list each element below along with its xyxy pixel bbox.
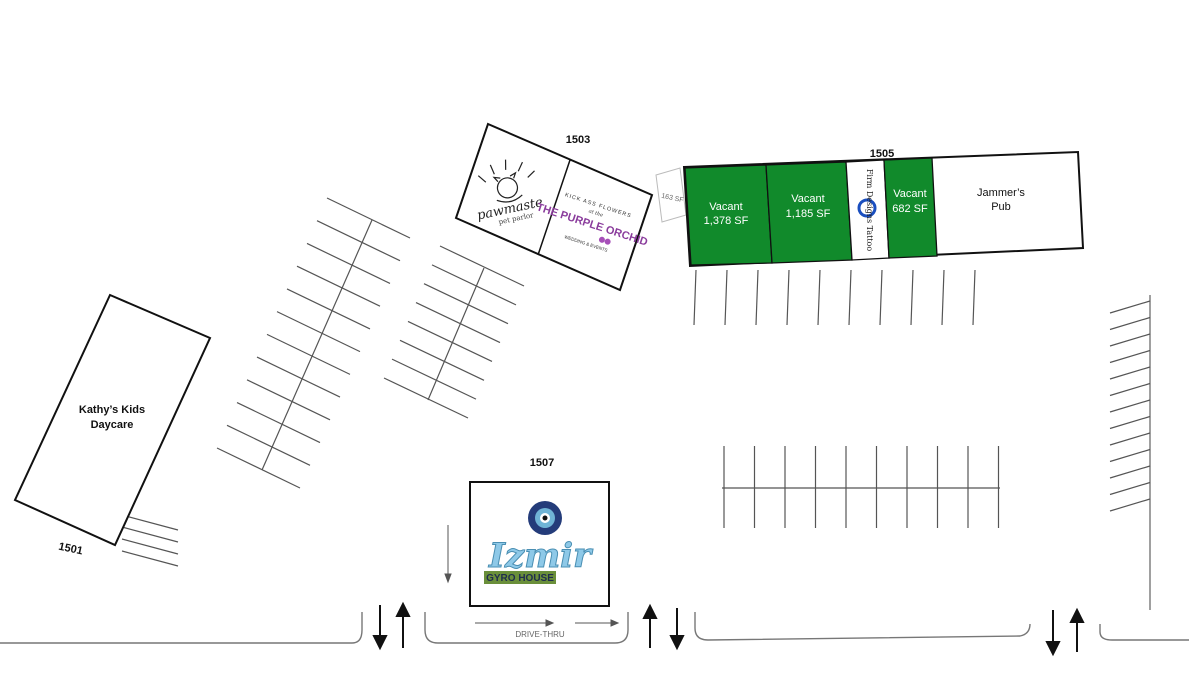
parking-stall-line: [399, 339, 485, 381]
unit-1-name: Vacant: [709, 201, 742, 213]
parking-stall-line: [423, 283, 509, 325]
parking-stall-line: [941, 269, 945, 326]
parking-stall-line: [817, 269, 821, 326]
parking-stall-line: [296, 265, 381, 307]
parking-stall-line: [1109, 481, 1151, 496]
road-edges: [0, 295, 1189, 644]
building-number-1507: 1507: [530, 457, 554, 469]
parking-stall-line: [246, 379, 331, 421]
parking-stall-line: [306, 242, 391, 284]
parking-stall-line: [326, 197, 411, 239]
side-unit-163sf: 163 SF: [655, 167, 687, 223]
parking-stall-line: [910, 269, 914, 326]
building-1501[interactable]: Kathy’s Kids Daycare: [13, 293, 212, 547]
parking-stall-line: [286, 288, 371, 330]
drive-thru-label: DRIVE-THRU: [515, 630, 565, 639]
parking-stall-line: [431, 264, 517, 306]
parking-stall-line: [972, 269, 976, 326]
parking-stall-line: [121, 514, 179, 531]
parking-stall-line: [848, 269, 852, 326]
gyro-house-text: GYRO HOUSE: [486, 573, 554, 584]
unit-3-name: Firm Designs Tattoo: [865, 169, 874, 252]
parking-stall-line: [1109, 432, 1151, 446]
parking-stall-line: [226, 424, 311, 466]
drive-thru-arrows: [444, 525, 620, 627]
parking-stall-line: [1109, 300, 1151, 314]
unit-2-name: Vacant: [791, 193, 824, 205]
parking-stall-line: [1109, 316, 1151, 331]
parking-stall-line: [786, 269, 790, 326]
izmir-logo-text: Izmir: [488, 536, 593, 576]
parking-stall-line: [879, 269, 883, 326]
parking-stall-line: [724, 269, 728, 326]
parking-stall-line: [383, 377, 469, 419]
tenant-kathys-kids-line1: Kathy’s Kids: [79, 404, 145, 416]
parking-stall-line: [316, 220, 401, 262]
building-1507[interactable]: Izmir GYRO HOUSE: [469, 481, 610, 607]
parking-stall-line: [1109, 333, 1151, 347]
parking-stall-line: [439, 245, 525, 287]
parking-stall-line: [216, 447, 301, 489]
tattoo-logo-icon: [857, 198, 877, 218]
unit-2-size: 1,185 SF: [786, 208, 831, 220]
unit-1-size: 1,378 SF: [704, 215, 749, 227]
orchid-script-text: at the: [588, 208, 604, 218]
building-number-1503: 1503: [566, 134, 590, 146]
traffic-arrows: [372, 601, 1085, 657]
building-number-1501: 1501: [57, 541, 83, 558]
unit-5-size: Pub: [991, 201, 1011, 213]
parking-stall-line: [121, 538, 179, 555]
parking-stalls: [121, 197, 1151, 567]
parking-stall-line: [693, 269, 697, 326]
building-number-1505: 1505: [870, 148, 894, 160]
parking-stall-line: [1109, 366, 1151, 380]
building-1505[interactable]: Vacant 1,378 SF Vacant 1,185 SF Firm Des…: [682, 150, 1085, 268]
parking-stall-line: [1109, 498, 1151, 512]
building-1503[interactable]: pawmaste pet parlor KICK ASS FLOWERS at …: [454, 122, 654, 292]
tenant-kathys-kids-line2: Daycare: [91, 419, 134, 431]
parking-stall-line: [276, 311, 361, 353]
parking-stall-line: [755, 269, 759, 326]
parking-stall-line: [1109, 465, 1151, 479]
parking-stall-line: [1109, 399, 1151, 413]
unit-vacant-682[interactable]: [883, 157, 938, 259]
parking-stall-line: [1109, 415, 1151, 430]
parking-stall-line: [391, 358, 477, 400]
parking-stall-line: [121, 550, 179, 567]
unit-4-size: 682 SF: [892, 203, 928, 215]
unit-5-name: Jammer’s: [977, 187, 1025, 199]
parking-stall-line: [1109, 349, 1151, 364]
evil-eye-icon: [528, 501, 562, 535]
parking-stall-line: [1109, 382, 1151, 397]
parking-stall-line: [407, 320, 493, 362]
parking-stall-line: [427, 267, 485, 401]
parking-stall-line: [266, 333, 351, 375]
gyro-house-bar: [484, 571, 556, 584]
parking-stall-line: [121, 526, 179, 543]
parking-stall-line: [236, 402, 321, 444]
parking-stall-line: [256, 356, 341, 398]
unit-4-name: Vacant: [893, 188, 926, 200]
parking-stall-line: [1109, 448, 1151, 463]
side-unit-label: 163 SF: [661, 193, 685, 205]
parking-stall-line: [415, 302, 501, 344]
parking-stall-line: [261, 219, 373, 471]
